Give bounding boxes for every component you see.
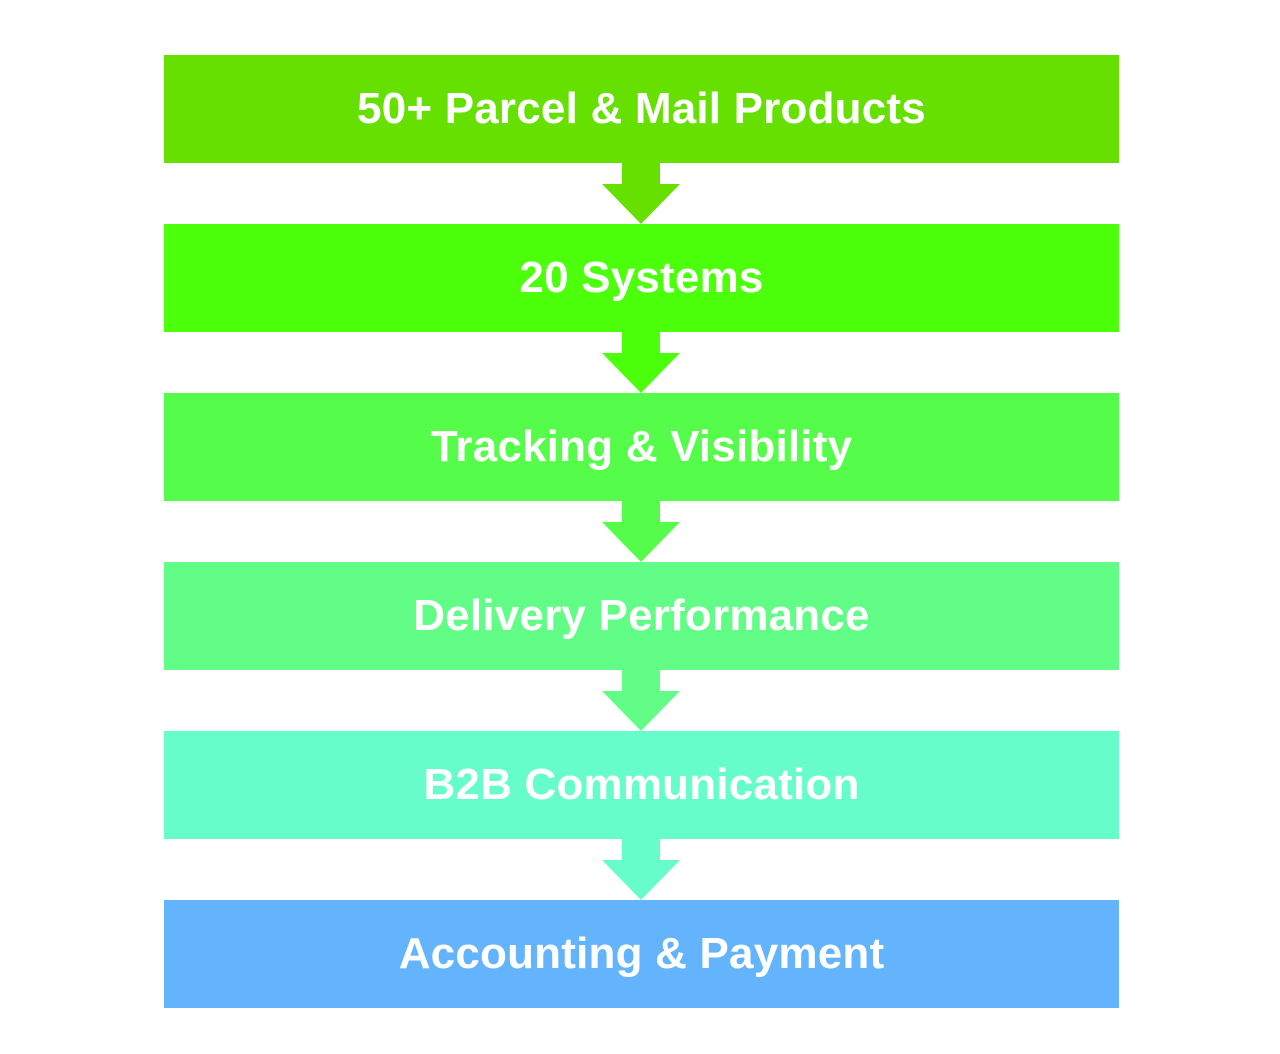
step-systems: 20 Systems [164, 224, 1119, 332]
step-label: Tracking & Visibility [430, 422, 853, 471]
down-arrow-icon [602, 162, 680, 224]
step-label: 20 Systems [519, 253, 764, 302]
arrow-shape [602, 669, 680, 731]
arrow-shape [602, 838, 680, 900]
step-label: 50+ Parcel & Mail Products [357, 84, 926, 133]
step-accounting-payment: Accounting & Payment [164, 900, 1119, 1008]
down-arrow-icon [602, 838, 680, 900]
down-arrow-icon [602, 331, 680, 393]
step-b2b-communication: B2B Communication [164, 731, 1119, 839]
step-delivery-performance: Delivery Performance [164, 562, 1119, 670]
step-label: Delivery Performance [413, 591, 870, 640]
arrow-shape [602, 331, 680, 393]
step-parcel-mail-products: 50+ Parcel & Mail Products [164, 55, 1119, 163]
down-arrow-icon [602, 669, 680, 731]
step-label: Accounting & Payment [398, 929, 885, 978]
arrow-shape [602, 500, 680, 562]
arrow-shape [602, 162, 680, 224]
step-tracking-visibility: Tracking & Visibility [164, 393, 1119, 501]
down-arrow-icon [602, 500, 680, 562]
step-label: B2B Communication [423, 760, 860, 809]
